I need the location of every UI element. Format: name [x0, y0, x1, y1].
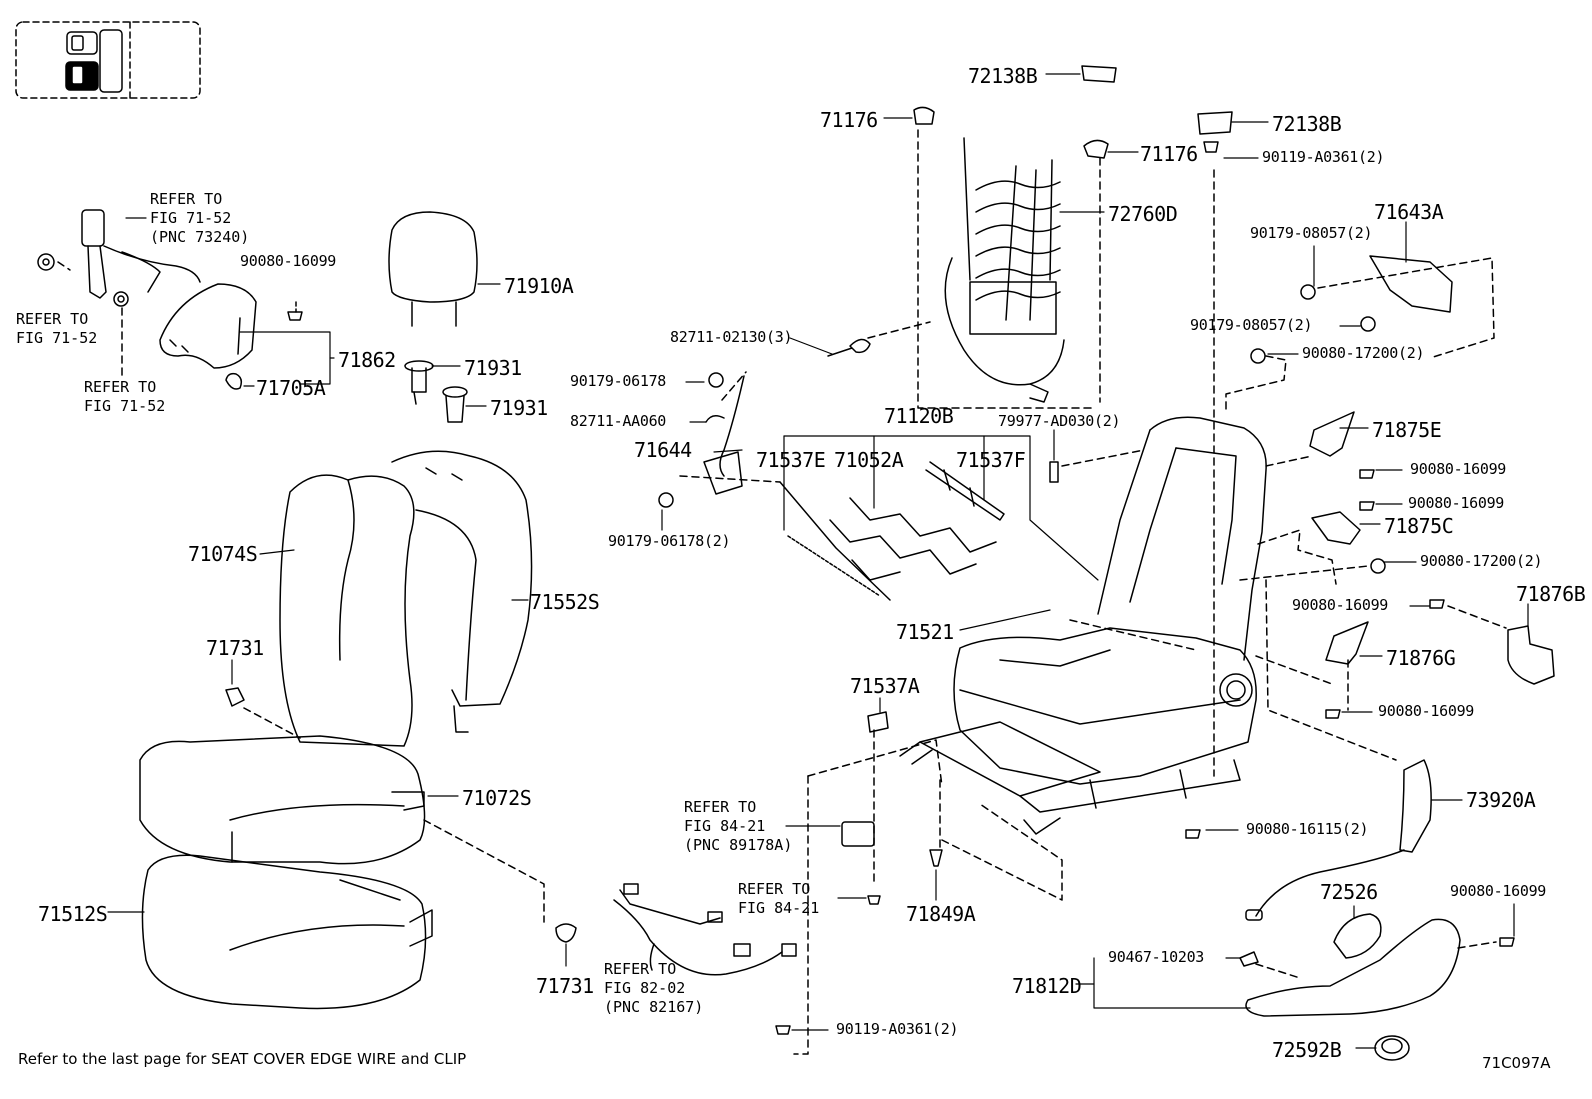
part-label-71931-lower: 71931	[490, 396, 548, 420]
seat-back-cushion-drawing	[279, 450, 533, 747]
hardware-label-79977-AD030: 79977-AD030(2)	[998, 412, 1121, 430]
part-label-71875E: 71875E	[1372, 418, 1442, 442]
part-label-71176-left: 71176	[820, 108, 878, 132]
part-label-71731-lower: 71731	[536, 974, 594, 998]
hardware-label-90080-17200-lower: 90080-17200(2)	[1420, 552, 1543, 570]
part-label-71876B: 71876B	[1516, 582, 1586, 606]
hardware-label-90080-16099-b: 90080-16099	[1408, 494, 1505, 512]
footer-note: Refer to the last page for SEAT COVER ED…	[18, 1050, 467, 1068]
hardware-label-90080-16099-a: 90080-16099	[1410, 460, 1507, 478]
part-label-71643A: 71643A	[1374, 200, 1444, 224]
part-label-71521: 71521	[896, 620, 954, 644]
hardware-label-90179-08057-upper: 90179-08057(2)	[1250, 224, 1373, 242]
hardware-label-82711-AA060: 82711-AA060	[570, 412, 667, 430]
part-label-71052A: 71052A	[834, 448, 904, 472]
part-label-71910A: 71910A	[504, 274, 574, 298]
part-label-71120B: 71120B	[884, 404, 954, 428]
part-label-71862: 71862	[338, 348, 396, 372]
side-trim-drawing	[1239, 411, 1555, 1061]
hardware-label-90080-16099-belt: 90080-16099	[240, 252, 337, 270]
hardware-label-90179-06178-2: 90179-06178(2)	[608, 532, 731, 550]
seat-cushion-drawing	[139, 735, 433, 1010]
refer-note-fig-82-02: REFER TO FIG 82-02 (PNC 82167)	[604, 960, 704, 1016]
part-label-71731-upper: 71731	[206, 636, 264, 660]
refer-note-fig-71-52-lower: REFER TO FIG 71-52	[84, 378, 166, 415]
hardware-label-90080-16099-e: 90080-16099	[1450, 882, 1547, 900]
harness-drawing	[613, 375, 875, 976]
part-label-72526: 72526	[1320, 880, 1378, 904]
hardware-label-90119-A0361-top: 90119-A0361(2)	[1262, 148, 1385, 166]
part-label-71875C: 71875C	[1384, 514, 1454, 538]
hardware-label-90080-16099-d: 90080-16099	[1378, 702, 1475, 720]
fasteners-drawing	[658, 65, 1515, 1035]
part-label-71537E: 71537E	[756, 448, 826, 472]
seat-belt-buckle-drawing	[37, 209, 303, 390]
assembly-dashed-lines	[57, 129, 1507, 1055]
refer-note-fig-84-21: REFER TO FIG 84-21	[738, 880, 820, 917]
refer-note-fig-71-52-left: REFER TO FIG 71-52	[16, 310, 98, 347]
part-label-71512S: 71512S	[38, 902, 108, 926]
hardware-label-90080-16099-c: 90080-16099	[1292, 596, 1389, 614]
hardware-label-90179-08057-lower: 90179-08057(2)	[1190, 316, 1313, 334]
hardware-label-90080-17200-upper: 90080-17200(2)	[1302, 344, 1425, 362]
hardware-label-90179-06178: 90179-06178	[570, 372, 667, 390]
hardware-label-90467-10203: 90467-10203	[1108, 948, 1205, 966]
hardware-label-90119-A0361-bottom: 90119-A0361(2)	[836, 1020, 959, 1038]
bottom-spring-mat-drawing	[779, 461, 1005, 601]
part-label-71074S: 71074S	[188, 542, 258, 566]
back-spring-mat-drawing	[944, 137, 1065, 403]
part-label-71537F: 71537F	[956, 448, 1026, 472]
part-label-71876G: 71876G	[1386, 646, 1456, 670]
figure-code: 71C097A	[1482, 1054, 1551, 1072]
leader-lines	[107, 73, 1529, 1049]
part-label-72138B-right: 72138B	[1272, 112, 1342, 136]
part-label-71812D: 71812D	[1012, 974, 1082, 998]
part-label-71705A: 71705A	[256, 376, 326, 400]
clips-drawing	[225, 687, 577, 943]
part-label-71176-right: 71176	[1140, 142, 1198, 166]
refer-note-fig-84-21-pnc: REFER TO FIG 84-21 (PNC 89178A)	[684, 798, 793, 854]
hardware-label-82711-02130: 82711-02130(3)	[670, 328, 793, 346]
part-label-71537A: 71537A	[850, 674, 920, 698]
part-label-72138B-top: 72138B	[968, 64, 1038, 88]
part-label-73920A: 73920A	[1466, 788, 1536, 812]
part-label-71552S: 71552S	[530, 590, 600, 614]
part-label-71849A: 71849A	[906, 902, 976, 926]
part-label-72592B: 72592B	[1272, 1038, 1342, 1062]
seat-locator-thumbnail	[15, 21, 201, 99]
part-label-71072S: 71072S	[462, 786, 532, 810]
part-label-72760D: 72760D	[1108, 202, 1178, 226]
part-label-71931-upper: 71931	[464, 356, 522, 380]
refer-note-seat-belt: REFER TO FIG 71-52 (PNC 73240)	[150, 190, 250, 246]
seat-frame-drawing	[899, 416, 1267, 835]
headrest-drawing	[388, 211, 478, 423]
hardware-label-90080-16115: 90080-16115(2)	[1246, 820, 1369, 838]
part-label-71644: 71644	[634, 438, 692, 462]
